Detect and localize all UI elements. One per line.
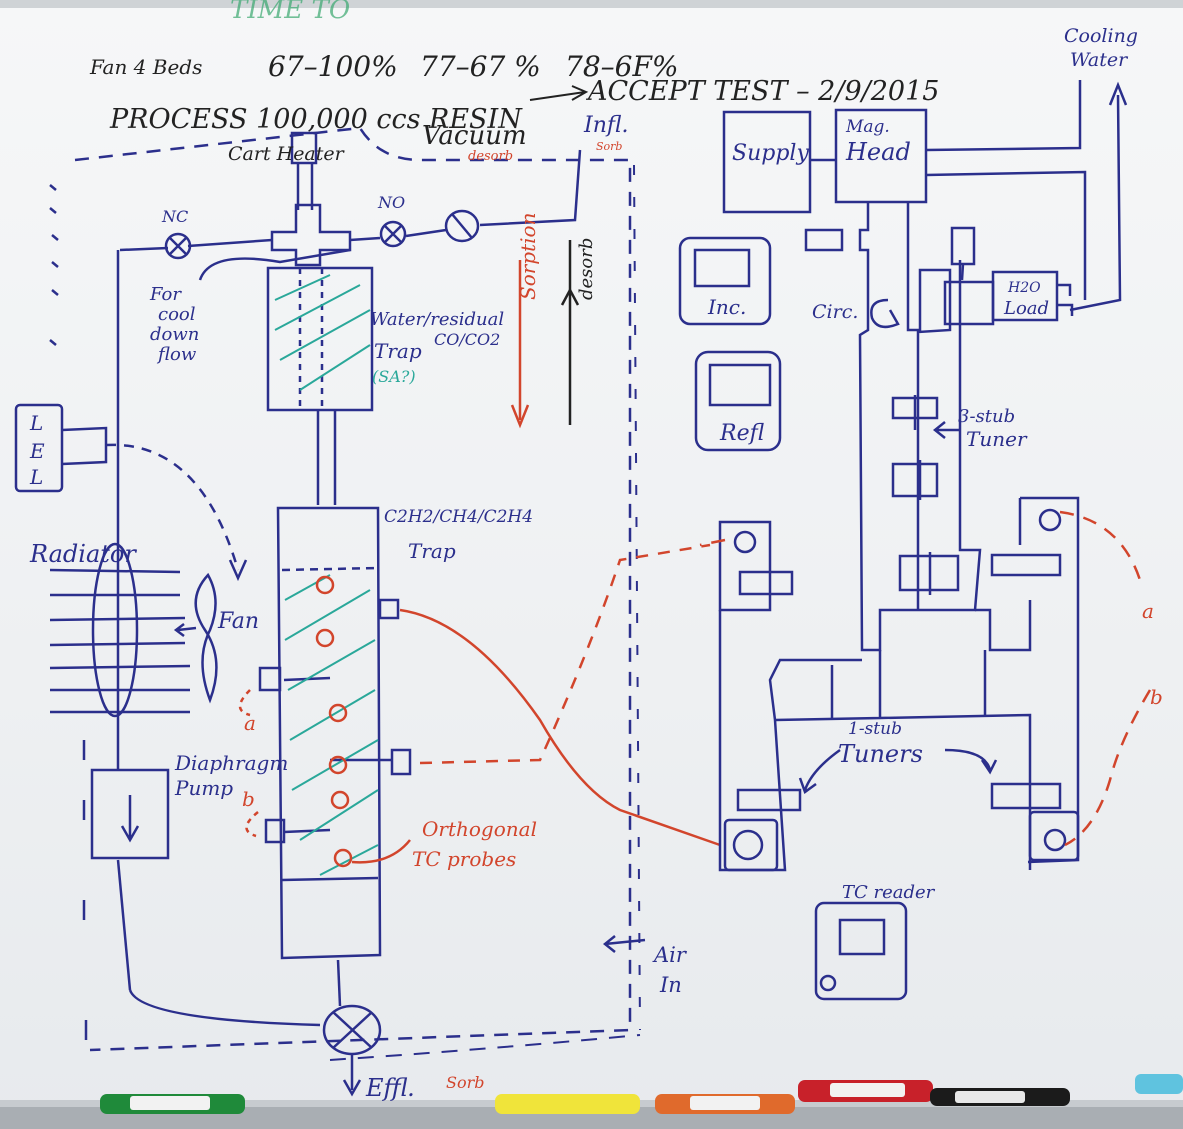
c2h2-trap-2: Trap bbox=[408, 539, 456, 563]
cooling-label: Cooling bbox=[1064, 25, 1138, 47]
yellow-marker bbox=[495, 1094, 640, 1114]
water-trap-1: Water/residual bbox=[370, 309, 504, 330]
cooldown-4: flow bbox=[156, 344, 197, 365]
top-partial-text: TIME TO bbox=[230, 0, 350, 25]
red-annotations-right bbox=[700, 512, 1150, 845]
effl-label: Effl. bbox=[365, 1074, 415, 1102]
right-diagram bbox=[680, 80, 1126, 999]
cart-heater-1: Cart Heater bbox=[228, 143, 346, 165]
pump-label: Pump bbox=[174, 776, 233, 800]
accept-test: ACCEPT TEST – 2/9/2015 bbox=[585, 76, 939, 107]
effl-sorb: Sorb bbox=[446, 1073, 484, 1092]
one-stub-2: Tuners bbox=[838, 740, 923, 768]
fan-label: Fan bbox=[217, 609, 259, 634]
teal-hatching bbox=[275, 275, 378, 875]
sorption-label: Sorption bbox=[516, 213, 540, 300]
cooldown-1: For bbox=[149, 284, 182, 305]
lel-l2: L bbox=[29, 465, 43, 489]
one-stub-1: 1-stub bbox=[848, 719, 902, 739]
probes-1: Orthogonal bbox=[422, 817, 537, 841]
divider-dashed bbox=[634, 165, 640, 1030]
left-diagram bbox=[16, 128, 645, 1094]
probe-b-left: b bbox=[242, 787, 255, 811]
probes-2: TC probes bbox=[412, 847, 516, 871]
green-marker-label bbox=[130, 1096, 210, 1110]
range-a: 67–100% bbox=[268, 50, 398, 83]
water-trap-4: (SA?) bbox=[372, 367, 416, 386]
infl-label: Infl. bbox=[583, 113, 629, 138]
circ-label: Circ. bbox=[812, 301, 858, 323]
load-label: Load bbox=[1003, 298, 1049, 319]
tc-reader-box bbox=[816, 903, 906, 999]
fan-beds-label: Fan 4 Beds bbox=[89, 55, 202, 79]
water-trap-2: CO/CO2 bbox=[434, 330, 500, 349]
lel-e: E bbox=[29, 439, 45, 463]
air-in-1: Air bbox=[652, 943, 688, 967]
tc-reader-label: TC reader bbox=[842, 882, 936, 903]
vacuum-label: Vacuum bbox=[422, 121, 527, 151]
three-stub-1: 3-stub bbox=[958, 406, 1015, 427]
arrow-to-accept bbox=[530, 86, 586, 100]
c2h2-trap-1: C2H2/CH4/C2H4 bbox=[384, 507, 533, 527]
valve-nc-label: NC bbox=[161, 207, 188, 226]
red-annotations-left bbox=[240, 260, 720, 866]
probe-a-left: a bbox=[244, 711, 256, 735]
black-marker-label bbox=[955, 1091, 1025, 1103]
light-blue-marker bbox=[1135, 1074, 1183, 1094]
valve-no-label: NO bbox=[377, 193, 405, 212]
cooldown-3: down bbox=[150, 324, 199, 345]
lel-l1: L bbox=[29, 411, 43, 435]
probe-a-right: a bbox=[1142, 599, 1154, 623]
mag-label: Mag. bbox=[845, 117, 890, 137]
h2o-label: H2O bbox=[1007, 280, 1041, 296]
water-trap-3: Trap bbox=[374, 339, 422, 363]
range-b: 77–67 % bbox=[420, 50, 541, 83]
orange-marker-label bbox=[690, 1096, 760, 1110]
diaphragm-label: Diaphragm bbox=[174, 751, 288, 775]
board-top-edge bbox=[0, 0, 1183, 8]
water-label: Water bbox=[1070, 49, 1129, 71]
three-stub-2: Tuner bbox=[966, 427, 1028, 451]
enclosure-dashed bbox=[75, 128, 630, 1050]
refl-label: Refl bbox=[719, 421, 765, 446]
red-marker-label bbox=[830, 1083, 905, 1097]
vacuum-desorb: desorb bbox=[468, 149, 513, 164]
probe-b-right: b bbox=[1150, 685, 1163, 709]
radiator-label: Radiator bbox=[29, 540, 137, 568]
desorb-label: desorb bbox=[576, 238, 597, 300]
infl-sorb: Sorb bbox=[596, 140, 622, 153]
air-in-2: In bbox=[659, 973, 682, 997]
cooldown-2: cool bbox=[158, 304, 196, 325]
head-label: Head bbox=[845, 138, 911, 166]
inc-label: Inc. bbox=[707, 295, 746, 319]
supply-label: Supply bbox=[732, 141, 809, 166]
